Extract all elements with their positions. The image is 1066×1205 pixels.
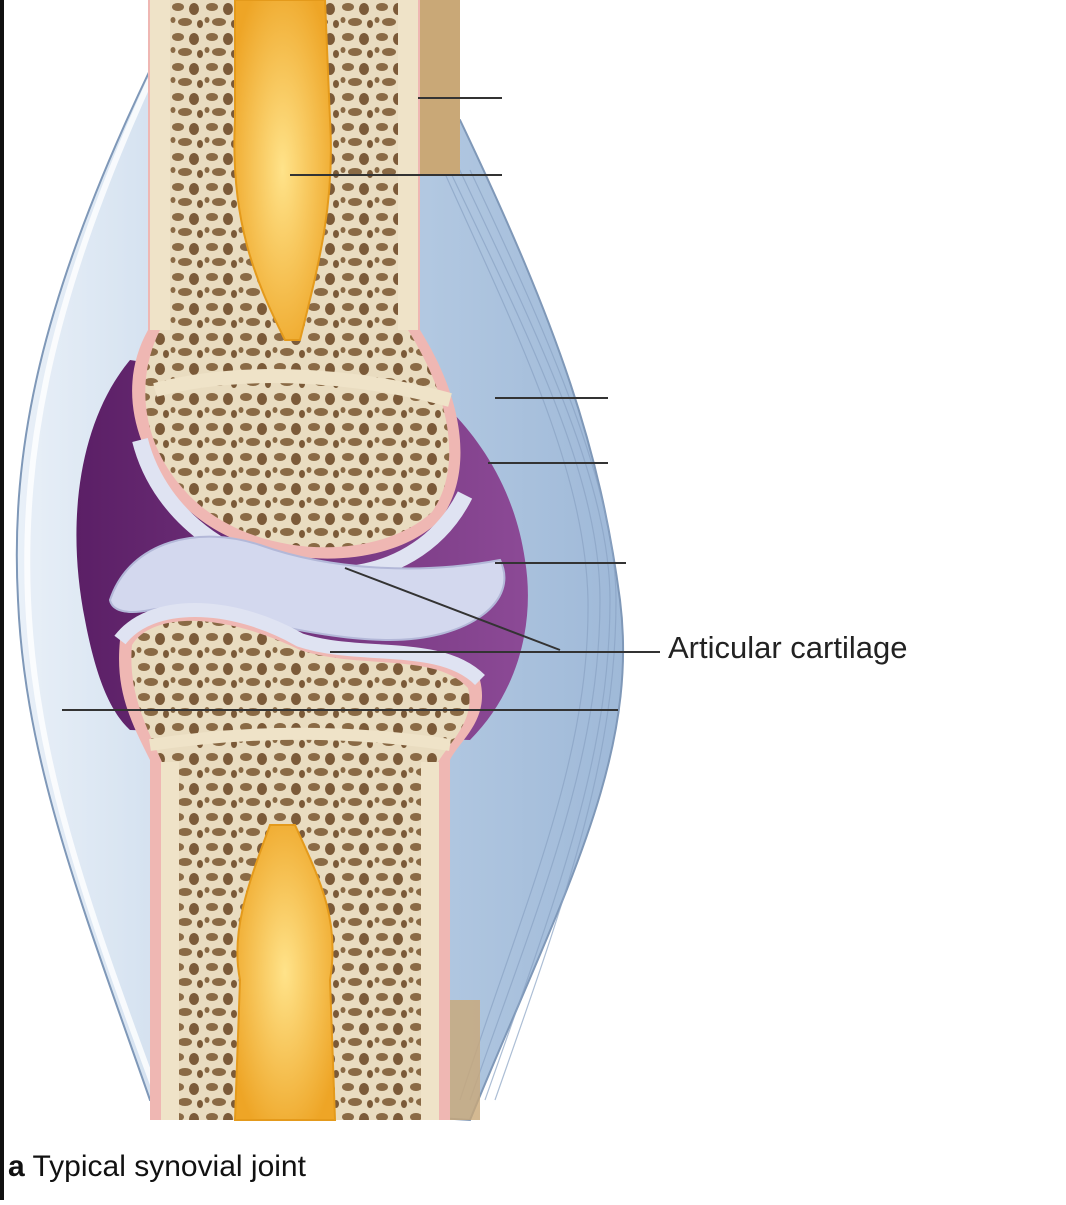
caption-text: Typical synovial joint [32,1150,306,1183]
figure-caption: a Typical synovial joint [8,1150,306,1184]
leader-lines [62,97,660,711]
lower-articular-cartilage [114,603,485,686]
ligament-fibers [429,139,617,1101]
upper-marrow [233,0,332,341]
label-articular-cartilage: Articular cartilage [668,630,908,665]
left-border [0,0,4,1200]
caption-letter: a [8,1150,25,1183]
epiphyseal-line-lower [149,727,451,751]
epiphyseal-line-upper [153,369,452,407]
outer-membrane [24,78,158,1092]
lower-marrow [233,824,337,1121]
tendon-top [415,0,460,175]
leader-line-articular-upper [344,567,561,651]
